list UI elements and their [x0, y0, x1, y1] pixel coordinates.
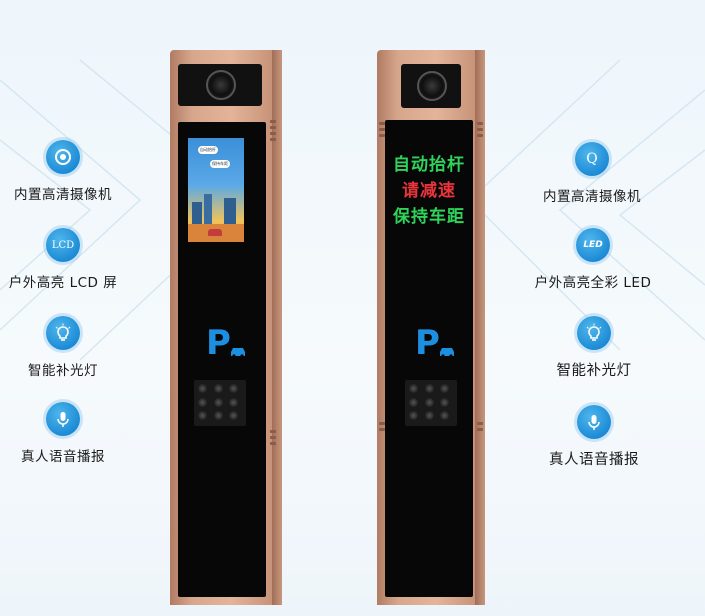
front-panel: 自动抬杆 请减速 保持车距 P: [385, 120, 473, 597]
left-pillar: 自动抬杆 保持车距 P: [170, 50, 282, 605]
feature-label: 智能补光灯: [556, 363, 632, 379]
screen-bubble: 保持车距: [210, 160, 230, 168]
led-line-3: 保持车距: [393, 207, 465, 227]
microphone-icon: [577, 405, 611, 439]
vent: [379, 422, 385, 425]
parking-letter: P: [415, 323, 440, 363]
car-icon: [439, 348, 454, 358]
vent: [477, 428, 483, 431]
vent: [379, 128, 385, 131]
vent: [477, 134, 483, 137]
feature-label: 真人语音播报: [549, 452, 639, 468]
camera-icon: Q: [575, 142, 609, 176]
left-feature-light: 智能补光灯: [2, 316, 124, 379]
parking-letter: P: [206, 323, 231, 363]
feature-label: 智能补光灯: [28, 363, 98, 379]
left-feature-camera: 内置高清摄像机: [2, 140, 124, 203]
screen-car-icon: [208, 229, 222, 236]
led-line-2: 请减速: [402, 181, 456, 201]
vent: [477, 122, 483, 125]
lcd-screen: 自动抬杆 保持车距: [188, 138, 244, 242]
vent: [379, 122, 385, 125]
feature-label: 真人语音播报: [21, 449, 105, 465]
feature-label: 内置高清摄像机: [543, 189, 641, 205]
right-feature-light: 智能补光灯: [532, 316, 656, 380]
right-feature-camera: Q 内置高清摄像机: [530, 142, 654, 205]
camera-icon-text: Q: [586, 151, 598, 167]
pillar-side: [475, 50, 485, 605]
speaker-grille: [194, 380, 246, 426]
lightbulb-icon: [46, 316, 80, 350]
vent: [379, 134, 385, 137]
front-panel: 自动抬杆 保持车距 P: [178, 122, 266, 597]
right-pillar: 自动抬杆 请减速 保持车距 P: [377, 50, 485, 605]
right-feature-voice: 真人语音播报: [532, 405, 656, 469]
camera-icon: [46, 140, 80, 174]
parking-logo: P: [206, 326, 247, 360]
lightbulb-icon: [577, 316, 611, 350]
feature-label: 内置高清摄像机: [14, 187, 112, 203]
screen-building: [192, 202, 202, 224]
screen-building: [204, 194, 212, 224]
parking-logo: P: [415, 326, 456, 360]
vent: [270, 138, 276, 141]
lcd-icon: LCD: [46, 228, 80, 262]
led-icon-text: LED: [583, 240, 603, 250]
vent: [270, 132, 276, 135]
camera-housing: [178, 64, 262, 106]
vent: [270, 436, 276, 439]
screen-bubble: 自动抬杆: [198, 146, 218, 154]
car-icon: [230, 348, 245, 358]
vent: [379, 428, 385, 431]
vent: [270, 430, 276, 433]
camera-lens-icon: [206, 70, 236, 100]
left-feature-voice: 真人语音播报: [2, 402, 124, 465]
led-icon: LED: [576, 228, 610, 262]
vent: [270, 442, 276, 445]
camera-housing: [401, 64, 461, 108]
feature-label: 户外高亮全彩 LED: [534, 275, 652, 291]
camera-lens-icon: [417, 71, 447, 101]
microphone-icon: [46, 402, 80, 436]
vent: [477, 128, 483, 131]
right-feature-led: LED 户外高亮全彩 LED: [528, 228, 658, 291]
speaker-grille: [405, 380, 457, 426]
left-feature-lcd: LCD 户外高亮 LCD 屏: [2, 228, 124, 291]
vent: [270, 126, 276, 129]
screen-building: [224, 198, 236, 224]
led-line-1: 自动抬杆: [393, 155, 465, 175]
pillar-side: [272, 50, 282, 605]
vent: [477, 422, 483, 425]
lcd-icon-text: LCD: [51, 239, 75, 251]
feature-label: 户外高亮 LCD 屏: [8, 275, 118, 291]
vent: [270, 120, 276, 123]
